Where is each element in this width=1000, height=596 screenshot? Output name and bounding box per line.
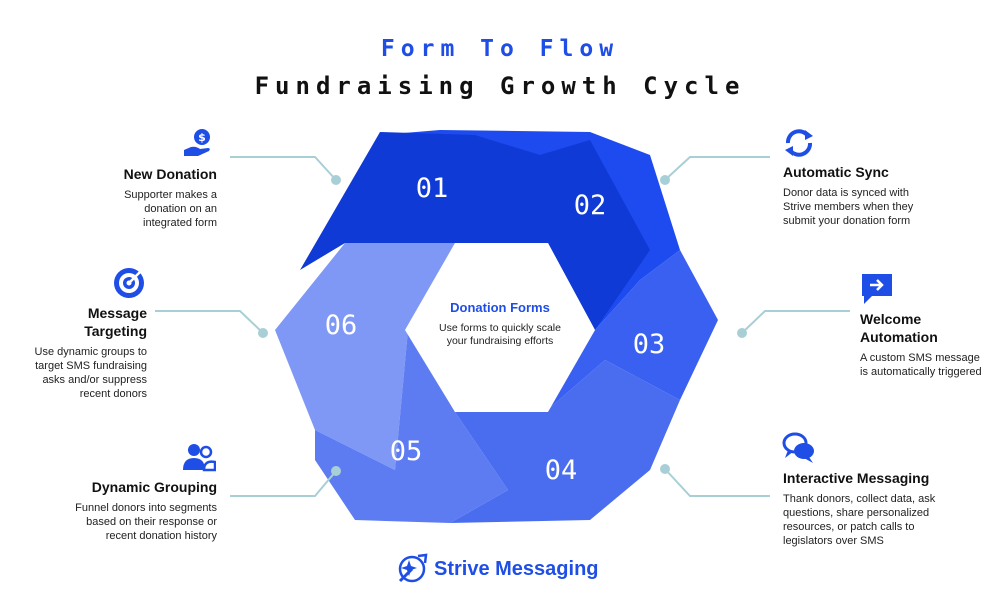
donation-hand-icon: $ bbox=[184, 129, 210, 156]
segment-label-05: 05 bbox=[390, 436, 423, 467]
step-title: Automatic Sync bbox=[783, 164, 889, 180]
chat-bubbles-icon bbox=[782, 432, 814, 463]
segment-label-02: 02 bbox=[574, 190, 607, 221]
sync-icon bbox=[785, 129, 813, 157]
brand: Strive Messaging bbox=[396, 552, 599, 586]
segment-05 bbox=[315, 330, 508, 523]
connector-dot bbox=[737, 328, 747, 338]
connector-dot bbox=[258, 328, 268, 338]
connector-dot bbox=[660, 464, 670, 474]
message-arrow-icon bbox=[862, 274, 892, 304]
step-dynamic-grouping: Dynamic Grouping Funnel donors into segm… bbox=[2, 478, 217, 543]
connector-welcome-automation bbox=[741, 310, 850, 334]
step-title: Message Targeting bbox=[84, 305, 147, 339]
segment-04 bbox=[450, 360, 680, 523]
connector-automatic-sync bbox=[664, 156, 770, 181]
segment-label-04: 04 bbox=[545, 455, 578, 486]
step-title: Interactive Messaging bbox=[783, 470, 930, 486]
users-icon bbox=[183, 444, 216, 472]
center-hexagon bbox=[405, 243, 595, 412]
step-description: Funnel donors into segments based on the… bbox=[75, 502, 217, 542]
title-line-1: Form To Flow bbox=[380, 36, 620, 62]
connector-message-targeting bbox=[155, 310, 264, 334]
step-welcome-automation: Welcome Automation A custom SMS message … bbox=[860, 310, 990, 379]
title-line-2: Fundraising Growth Cycle bbox=[254, 72, 746, 100]
step-description: Supporter makes a donation on an integra… bbox=[124, 189, 217, 229]
segment-06 bbox=[275, 243, 455, 470]
connector-dynamic-grouping bbox=[230, 470, 337, 497]
segment-label-01: 01 bbox=[416, 173, 449, 204]
step-description: A custom SMS message is automatically tr… bbox=[860, 352, 982, 378]
connector-new-donation bbox=[230, 156, 337, 181]
segment-label-03: 03 bbox=[633, 329, 666, 360]
step-title: Welcome Automation bbox=[860, 311, 938, 345]
connector-interactive-messaging bbox=[664, 468, 770, 497]
step-title: New Donation bbox=[123, 166, 217, 182]
connector-dot bbox=[660, 175, 670, 185]
connector-dot bbox=[331, 466, 341, 476]
strive-logo-icon bbox=[398, 553, 428, 583]
brand-name: Strive Messaging bbox=[434, 557, 599, 580]
step-message-targeting: Message Targeting Use dynamic groups to … bbox=[2, 304, 148, 401]
connector-dot bbox=[331, 175, 341, 185]
svg-text:$: $ bbox=[198, 131, 206, 144]
segment-03 bbox=[545, 250, 718, 412]
center-description: Use forms to quickly scale your fundrais… bbox=[439, 322, 561, 347]
target-icon bbox=[114, 268, 144, 298]
step-new-donation: New Donation Supporter makes a donation … bbox=[2, 165, 217, 230]
step-automatic-sync: Automatic Sync Donor data is synced with… bbox=[783, 163, 998, 228]
step-description: Thank donors, collect data, ask question… bbox=[783, 493, 936, 547]
step-interactive-messaging: Interactive Messaging Thank donors, coll… bbox=[783, 469, 998, 548]
step-title: Dynamic Grouping bbox=[91, 479, 217, 495]
step-description: Use dynamic groups to target SMS fundrai… bbox=[34, 346, 148, 400]
segment-01 bbox=[300, 132, 650, 330]
center-title: Donation Forms bbox=[450, 300, 550, 315]
segment-label-06: 06 bbox=[325, 310, 358, 341]
step-description: Donor data is synced with Strive members… bbox=[783, 187, 914, 227]
